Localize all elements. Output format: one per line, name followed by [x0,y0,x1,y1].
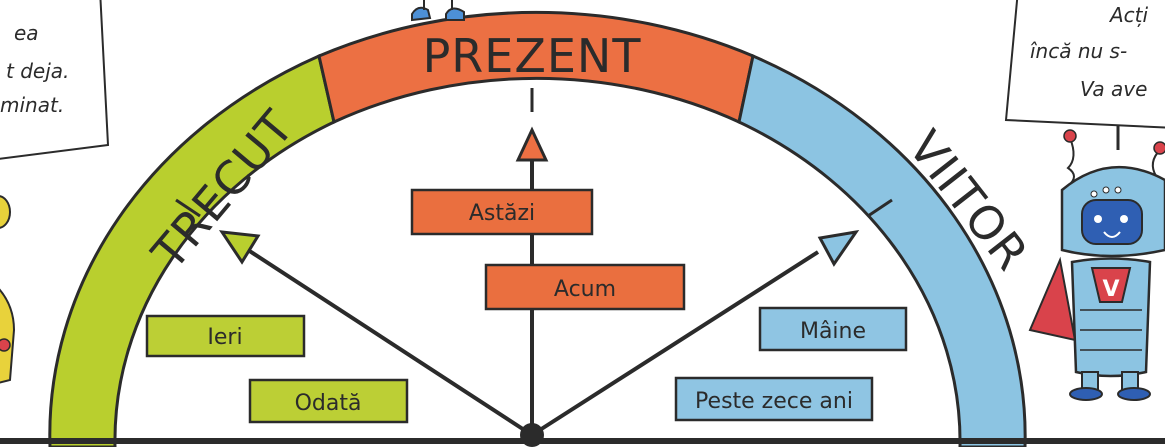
time-arc [48,10,1027,447]
arrow-future-head [817,229,860,267]
box-maine-label: Mâine [800,319,866,344]
box-ieri-label: Ieri [207,325,242,350]
left-note-line-3: minat. [0,93,64,117]
box-peste-zece-ani: Peste zece ani [674,376,874,422]
arrow-past-head [218,230,261,265]
box-astazi-label: Astăzi [469,201,535,226]
arrow-present-head [515,126,549,162]
right-note-line-3: Va ave [1080,77,1147,101]
present-label: PREZENT [423,29,642,83]
box-acum-label: Acum [554,277,616,302]
arrow-future-shaft [530,250,820,437]
robot-character: V [1028,129,1165,401]
box-ieri: Ieri [145,314,306,358]
robot-badge-letter: V [1102,277,1119,302]
left-note: ea t deja. minat. [0,0,110,160]
right-note-line-1: Acți [1108,3,1149,27]
arrow-past-shaft [246,248,534,437]
box-odata-label: Odată [295,391,362,416]
right-note-line-2: încă nu s- [1030,39,1127,63]
right-note: Acți încă nu s- Va ave [1004,0,1165,150]
past-tick [175,198,201,218]
future-tick [867,198,893,218]
box-acum: Acum [484,263,686,311]
box-astazi: Astăzi [410,188,594,236]
time-arrows [218,126,860,437]
origin-dot [520,423,544,447]
robot-badge [1090,267,1132,303]
box-maine: Mâine [758,306,908,352]
box-peste-zece-ani-label: Peste zece ani [695,389,853,414]
left-note-line-1: ea [14,21,39,45]
box-odata: Odată [248,378,409,424]
left-character [0,195,16,384]
top-character-feet [411,0,465,22]
left-note-line-2: t deja. [6,59,69,83]
